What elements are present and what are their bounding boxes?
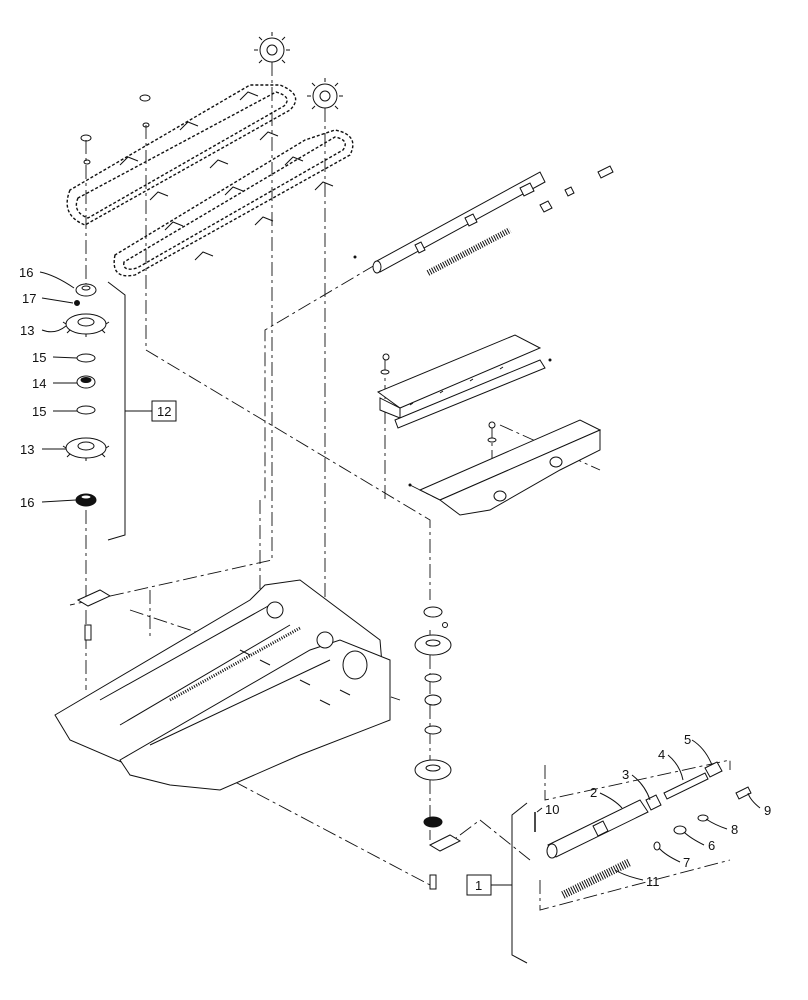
leader-lines	[39, 271, 761, 881]
callout-9: 9	[764, 803, 771, 818]
callout-7: 7	[683, 855, 690, 870]
upper-shaft-assembly	[353, 165, 614, 276]
callout-box-12	[151, 400, 177, 422]
top-sprocket-front	[307, 78, 343, 110]
callout-12: 12	[157, 404, 171, 419]
callout-labels: 16 17 13 15 14 15 13 16 12 10 2 3 4 5 9 …	[19, 265, 771, 896]
top-sprocket-rear	[254, 32, 290, 64]
callout-15-top: 15	[32, 350, 46, 365]
rear-chain-assembly	[66, 84, 297, 226]
callout-11: 11	[646, 874, 660, 889]
callout-16-top: 16	[19, 265, 33, 280]
upper-guide-rail	[376, 334, 552, 429]
small-fasteners-top	[80, 94, 151, 165]
callout-15-bottom: 15	[32, 404, 46, 419]
callout-17: 17	[22, 291, 36, 306]
callout-10: 10	[545, 802, 559, 817]
front-chain-assembly	[113, 129, 354, 277]
callout-13-bottom: 13	[20, 442, 34, 457]
main-frame	[54, 579, 462, 890]
callout-box-1	[466, 874, 492, 896]
bracket-12	[107, 281, 126, 541]
callout-4: 4	[658, 747, 665, 762]
callout-1: 1	[475, 878, 482, 893]
callout-3: 3	[622, 767, 629, 782]
lower-guide-rail	[408, 419, 602, 516]
lower-shaft-assembly	[534, 761, 752, 899]
callout-16-bottom: 16	[20, 495, 34, 510]
callout-5: 5	[684, 732, 691, 747]
middle-sprocket-stack	[414, 606, 452, 828]
callout-2: 2	[590, 785, 597, 800]
callout-14: 14	[32, 376, 46, 391]
left-sprocket-stack	[62, 283, 110, 507]
callout-8: 8	[731, 822, 738, 837]
callout-6: 6	[708, 838, 715, 853]
bracket-1	[511, 802, 528, 964]
callout-13-top: 13	[20, 323, 34, 338]
